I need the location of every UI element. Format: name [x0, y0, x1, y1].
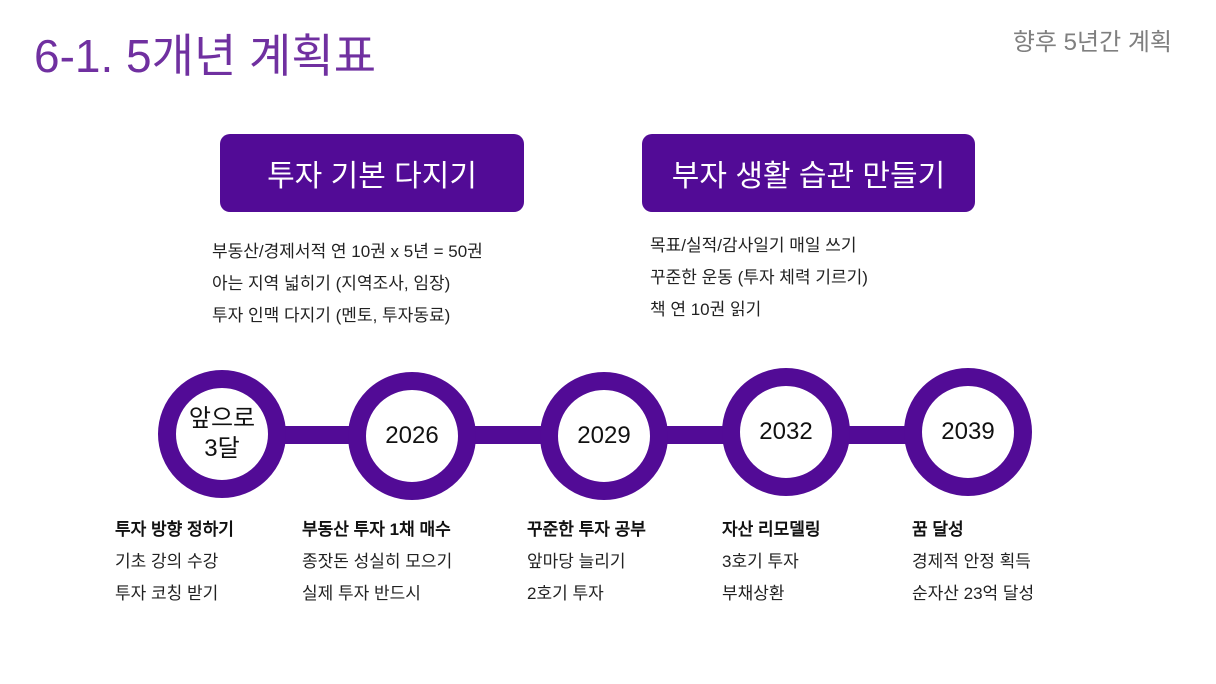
list-item: 책 연 10권 읽기	[650, 300, 762, 319]
milestone-detail: 부동산 투자 1채 매수 종잣돈 성실히 모으기 실제 투자 반드시	[302, 514, 452, 610]
list-item: 앞마당 늘리기	[527, 552, 626, 571]
list-item: 실제 투자 반드시	[302, 584, 421, 603]
milestone-circle: 2026	[348, 372, 476, 500]
list-item: 아는 지역 넓히기 (지역조사, 임장)	[212, 274, 451, 293]
milestone-heading: 꾸준한 투자 공부	[527, 520, 646, 539]
milestone-label: 2039	[941, 418, 995, 445]
milestone-heading: 자산 리모델링	[722, 520, 821, 539]
list-item: 종잣돈 성실히 모으기	[302, 552, 453, 571]
milestone-circle: 2029	[540, 372, 668, 500]
list-item: 순자산 23억 달성	[912, 584, 1035, 603]
milestone-heading: 꿈 달성	[912, 520, 964, 539]
list-item: 경제적 안정 획득	[912, 552, 1031, 571]
milestone-detail: 자산 리모델링 3호기 투자 부채상환	[722, 514, 821, 610]
milestone-circle: 앞으로3달	[158, 370, 286, 498]
list-item: 투자 인맥 다지기 (멘토, 투자동료)	[212, 306, 451, 325]
milestone-circle: 2032	[722, 368, 850, 496]
timeline-connector	[270, 426, 370, 444]
milestone-heading: 투자 방향 정하기	[115, 520, 234, 539]
milestone-heading: 부동산 투자 1채 매수	[302, 520, 451, 539]
page-title: 6-1. 5개년 계획표	[34, 30, 377, 82]
page-subtitle: 향후 5년간 계획	[1012, 29, 1172, 56]
section-header-investment-basics: 투자 기본 다지기	[220, 134, 524, 212]
section-list-investment-basics: 부동산/경제서적 연 10권 x 5년 = 50권 아는 지역 넓히기 (지역조…	[212, 236, 483, 332]
timeline-connector	[460, 426, 560, 444]
section-header-rich-habits: 부자 생활 습관 만들기	[642, 134, 975, 212]
milestone-detail: 투자 방향 정하기 기초 강의 수강 투자 코칭 받기	[115, 514, 234, 610]
list-item: 3호기 투자	[722, 552, 799, 571]
list-item: 투자 코칭 받기	[115, 584, 219, 603]
milestone-label: 2032	[759, 418, 813, 445]
milestone-detail: 꾸준한 투자 공부 앞마당 늘리기 2호기 투자	[527, 514, 646, 610]
milestone-detail: 꿈 달성 경제적 안정 획득 순자산 23억 달성	[912, 514, 1034, 610]
milestone-label: 앞으로3달	[188, 405, 256, 462]
list-item: 부채상환	[722, 584, 785, 603]
list-item: 기초 강의 수강	[115, 552, 219, 571]
list-item: 목표/실적/감사일기 매일 쓰기	[650, 236, 857, 255]
milestone-label: 2029	[577, 422, 631, 449]
milestone-circle: 2039	[904, 368, 1032, 496]
list-item: 부동산/경제서적 연 10권 x 5년 = 50권	[212, 242, 483, 261]
section-list-rich-habits: 목표/실적/감사일기 매일 쓰기 꾸준한 운동 (투자 체력 기르기) 책 연 …	[650, 230, 868, 326]
list-item: 2호기 투자	[527, 584, 604, 603]
milestone-label: 2026	[385, 422, 439, 449]
timeline-connector	[835, 426, 925, 444]
list-item: 꾸준한 운동 (투자 체력 기르기)	[650, 268, 868, 287]
